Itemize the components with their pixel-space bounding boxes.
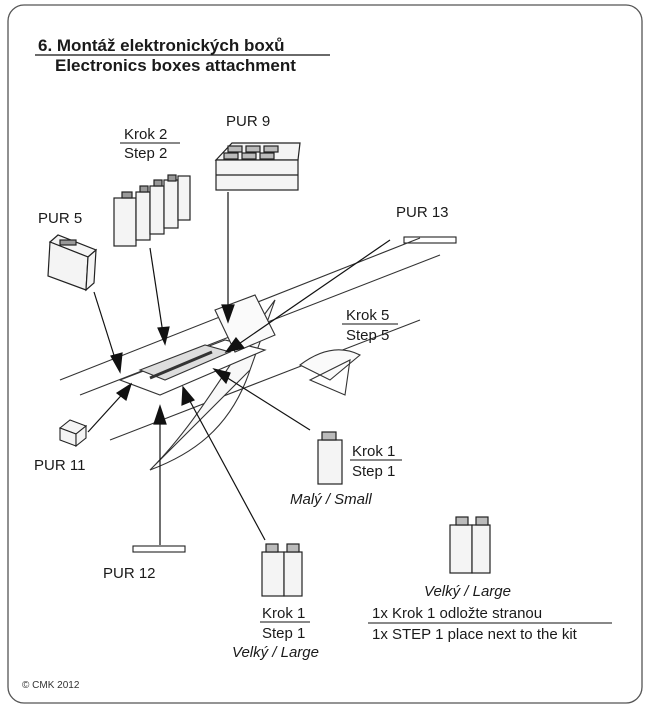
label-pur9: PUR 9 — [226, 113, 271, 130]
title-en: Electronics boxes attachment — [55, 56, 296, 75]
small-box-drawing — [317, 431, 343, 485]
note-cz: 1x Krok 1 odložte stranou — [372, 605, 543, 622]
label-step1-small: Step 1 — [352, 463, 396, 480]
large-box-bottom-drawing — [261, 543, 303, 597]
note-en: 1x STEP 1 place next to the kit — [372, 626, 577, 643]
label-krok5: Krok 5 — [346, 307, 390, 324]
assembly-arrows — [87, 192, 391, 545]
large-box-right-drawing — [449, 516, 491, 574]
pur5-part-drawing — [47, 234, 98, 292]
pur11-part-drawing — [58, 419, 88, 448]
label-pur12: PUR 12 — [103, 565, 156, 582]
title-cz: 6. Montáž elektronických boxů — [38, 36, 285, 55]
pur12-part-drawing — [132, 545, 186, 553]
label-krok1-small: Krok 1 — [352, 443, 396, 460]
label-step5: Step 5 — [346, 327, 390, 344]
copyright: © CMK 2012 — [22, 680, 80, 691]
label-velky-large-right: Velký / Large — [424, 583, 511, 600]
label-velky-large-bottom: Velký / Large — [232, 644, 319, 661]
label-pur11: PUR 11 — [34, 457, 86, 474]
label-krok2: Krok 2 — [124, 126, 168, 143]
label-pur13: PUR 13 — [396, 204, 449, 221]
label-step1-large: Step 1 — [262, 625, 306, 642]
label-maly-small: Malý / Small — [290, 491, 372, 508]
krok2-part-drawing — [113, 174, 191, 247]
label-step2: Step 2 — [124, 145, 168, 162]
label-krok1-large: Krok 1 — [262, 605, 306, 622]
label-pur5: PUR 5 — [38, 210, 83, 227]
pur9-part-drawing — [214, 142, 301, 191]
pur13-part-drawing — [403, 236, 457, 244]
